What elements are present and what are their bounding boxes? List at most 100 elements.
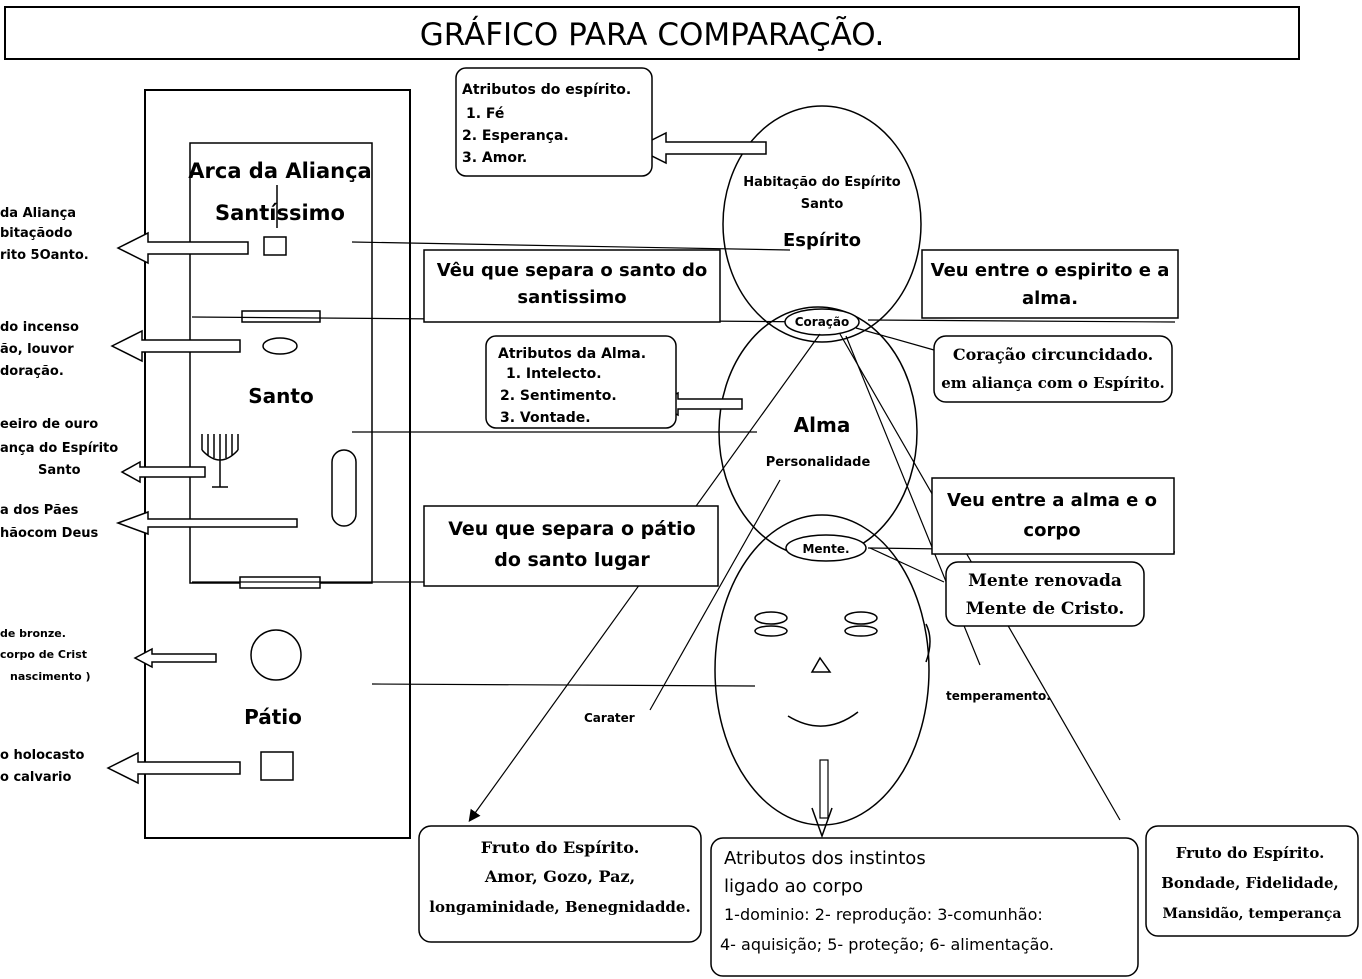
bread-table-icon xyxy=(331,449,357,527)
left-label-incenso-2: ão, louvor xyxy=(0,342,74,357)
mouth xyxy=(787,711,859,727)
fruits-left-box xyxy=(418,825,702,943)
mind-callout-line-1: Mente renovada xyxy=(968,571,1122,591)
left-label-incenso-3: doração. xyxy=(0,364,64,379)
arrow-holocaust xyxy=(106,751,241,785)
fruits-left-line-3: longaminidade, Benegnidadde. xyxy=(429,898,690,916)
temperament-label: temperamento. xyxy=(946,689,1051,703)
soul-attributes-box xyxy=(485,335,677,429)
left-label-bronze-2: corpo de Crist xyxy=(0,648,87,661)
page-title: GRÁFICO PARA COMPARAÇÃO. xyxy=(420,17,885,53)
spirit-attribute-1: 1. Fé xyxy=(466,106,504,122)
tabernacle: Arca da Aliança Santíssimo Santo Pátio xyxy=(144,89,411,839)
heart-label: Coração xyxy=(795,315,850,329)
instincts-line-4: 4- aquisição; 5- proteção; 6- alimentaçã… xyxy=(720,935,1054,954)
bronze-laver-icon xyxy=(250,629,302,681)
heart-callout-line-2: em aliança com o Espírito. xyxy=(941,374,1164,392)
left-labels: da Aliança bitaçãodo rito 5Oanto. do inc… xyxy=(0,206,118,785)
spirit-attribute-2: 2. Esperança. xyxy=(462,128,569,144)
lampstand-icon xyxy=(201,434,239,488)
left-arrows xyxy=(106,231,298,785)
spirit-attributes-box xyxy=(455,67,653,177)
heart-oval xyxy=(784,308,860,336)
soul-attributes-title: Atributos da Alma. xyxy=(498,346,646,362)
left-label-incenso-1: do incenso xyxy=(0,320,79,335)
left-label-arca-3: rito 5Oanto. xyxy=(0,248,89,263)
veil-patio-santo-box xyxy=(423,505,719,587)
veil-santo-santissimo-box xyxy=(423,249,721,323)
santissimo-label: Santíssimo xyxy=(215,201,345,225)
instincts-line-2: ligado ao corpo xyxy=(724,876,863,897)
heart-callout-box xyxy=(933,335,1173,403)
veil-santo-santissimo-line-2: santissimo xyxy=(517,287,626,308)
human-figure xyxy=(714,105,931,826)
mind-oval xyxy=(785,534,867,562)
left-label-candeeiro-1: eeiro de ouro xyxy=(0,417,98,432)
instincts-line-1: Atributos dos instintos xyxy=(724,848,926,869)
veil-alma-corpo-box xyxy=(931,477,1175,555)
burnt-altar-icon xyxy=(260,751,294,781)
fruits-left-line-2: Amor, Gozo, Paz, xyxy=(484,867,635,886)
nose xyxy=(810,656,832,673)
veil-alma-corpo-line-2: corpo xyxy=(1023,520,1080,541)
personality-label: Personalidade xyxy=(766,455,871,470)
arrow-ark xyxy=(116,231,249,265)
mind-callout-line-2: Mente de Cristo. xyxy=(966,599,1125,619)
mind-callout-box xyxy=(945,561,1145,627)
heart-callout-line-1: Coração circuncidado. xyxy=(953,345,1153,364)
veil-bar-top xyxy=(241,310,321,323)
veil-santo-santissimo-line-1: Vêu que separa o santo do xyxy=(437,260,707,281)
fruits-right-line-2: Bondade, Fidelidade, xyxy=(1161,874,1339,892)
veil-patio-santo-line-1: Veu que separa o pátio xyxy=(448,518,695,540)
veil-espirito-alma-box xyxy=(921,249,1179,319)
veil-alma-corpo-line-1: Veu entre a alma e o xyxy=(947,490,1157,511)
left-eye xyxy=(754,611,788,625)
instincts-line-3: 1-dominio: 2- reprodução: 3-comunhão: xyxy=(724,905,1043,924)
left-label-candeeiro-3: Santo xyxy=(38,463,81,478)
incense-altar-icon xyxy=(262,337,298,355)
soul-attribute-2: 2. Sentimento. xyxy=(500,388,617,404)
arrow-bronze xyxy=(133,647,217,669)
spirit-circle xyxy=(722,105,922,343)
patio-label: Pátio xyxy=(244,705,302,729)
soul-attribute-3: 3. Vontade. xyxy=(500,410,591,426)
fruits-right-line-1: Fruto do Espírito. xyxy=(1176,844,1325,862)
left-label-paes-2: hãocom Deus xyxy=(0,526,99,541)
arrow-incense xyxy=(110,329,241,363)
veil-patio-santo-line-2: do santo lugar xyxy=(494,549,650,571)
mind-label: Mente. xyxy=(802,542,849,556)
ark-icon xyxy=(263,236,287,256)
body-head xyxy=(714,514,930,826)
left-label-arca-2: bitaçãodo xyxy=(0,226,72,241)
habitation-line-2: Santo xyxy=(801,197,844,212)
fruits-left-line-1: Fruto do Espírito. xyxy=(481,838,640,857)
left-label-paes-1: a dos Pães xyxy=(0,503,79,518)
left-label-holocausto-1: o holocasto xyxy=(0,748,84,763)
fruits-right-box xyxy=(1145,825,1359,937)
spirit-label: Espírito xyxy=(783,230,861,251)
right-eye xyxy=(844,611,878,625)
veil-espirito-alma-line-2: alma. xyxy=(1022,288,1078,309)
fruits-right-line-3: Mansidão, temperança xyxy=(1163,905,1342,922)
veil-espirito-alma-line-1: Veu entre o espirito e a xyxy=(931,260,1170,281)
arrow-spirit-attributes xyxy=(634,131,767,165)
title-box xyxy=(4,6,1300,60)
spirit-attribute-3: 3. Amor. xyxy=(462,150,527,166)
tabernacle-outer xyxy=(144,89,411,839)
left-label-bronze-1: de bronze. xyxy=(0,627,66,640)
soul-label: Alma xyxy=(794,413,851,437)
arrow-bread xyxy=(115,510,298,536)
soul-attribute-1: 1. Intelecto. xyxy=(506,366,602,382)
arrow-soul-attributes xyxy=(654,391,743,417)
instincts-box xyxy=(710,837,1139,977)
left-label-bronze-3: nascimento ) xyxy=(10,670,91,683)
santo-label: Santo xyxy=(248,384,313,408)
left-label-arca-1: da Aliança xyxy=(0,206,76,221)
arrow-lampstand xyxy=(120,460,206,484)
left-label-candeeiro-2: ança do Espírito xyxy=(0,441,118,456)
character-label: Carater xyxy=(584,711,635,725)
ark-header-label: Arca da Aliança xyxy=(188,159,371,183)
spirit-attributes-title: Atributos do espírito. xyxy=(462,82,631,98)
habitation-line-1: Habitação do Espírito xyxy=(743,175,901,190)
